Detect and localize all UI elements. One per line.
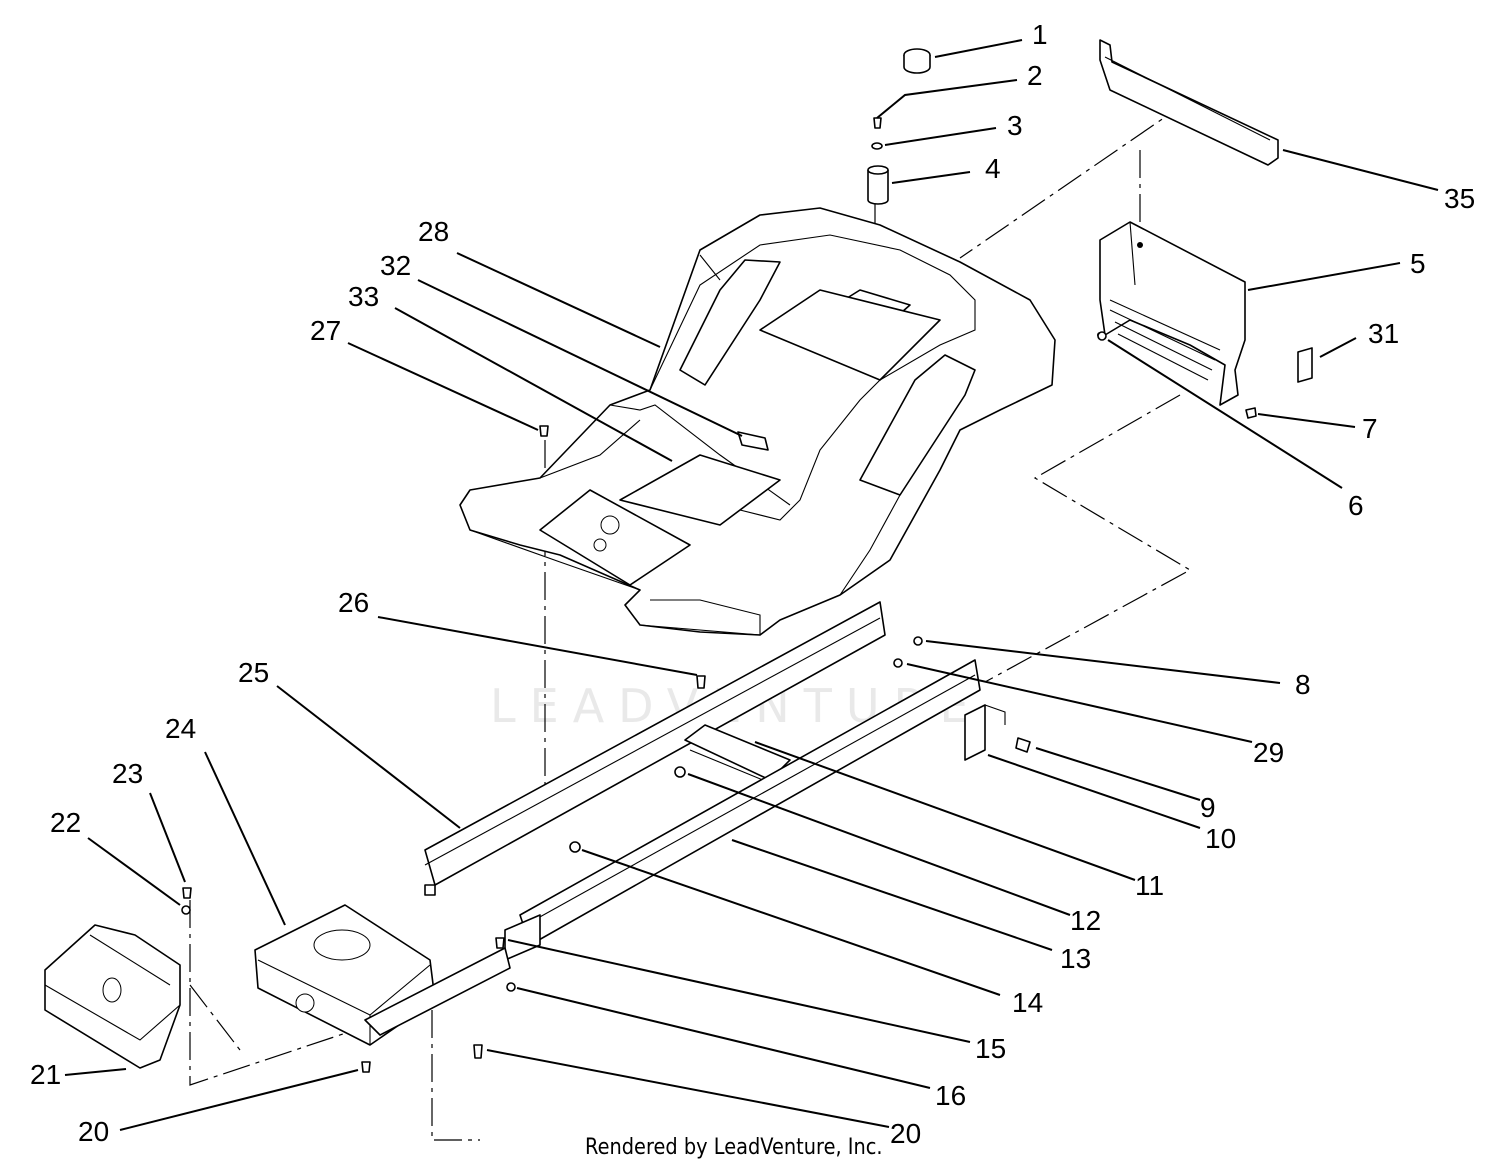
callout-13: 13 (1060, 943, 1091, 974)
render-credit: Rendered by LeadVenture, Inc. (585, 1135, 883, 1160)
callout-26: 26 (338, 587, 369, 618)
callout-21: 21 (30, 1059, 61, 1090)
part-6-screw (1097, 331, 1107, 341)
callout-7: 7 (1362, 413, 1378, 444)
part-23-bolt (182, 887, 192, 899)
callout-31: 31 (1368, 318, 1399, 349)
callout-33: 33 (348, 281, 379, 312)
part-27-bolt (539, 425, 549, 437)
part-31-decal (1297, 347, 1313, 383)
callout-16: 16 (935, 1080, 966, 1111)
part-9-bolt (1015, 737, 1031, 753)
part-15-bolt (495, 937, 505, 949)
callout-24: 24 (165, 713, 196, 744)
callout-25: 25 (238, 657, 269, 688)
callout-15: 15 (975, 1033, 1006, 1064)
callout-4: 4 (985, 153, 1001, 184)
callout-8: 8 (1295, 669, 1311, 700)
part-4-spacer (867, 165, 889, 205)
part-21-mount (44, 924, 181, 1069)
callout-9: 9 (1200, 792, 1216, 823)
part-7-screw (1245, 407, 1257, 419)
callouts: 1 2 3 4 35 5 31 7 6 28 32 33 27 26 25 24… (30, 19, 1475, 1149)
small-hardware (181, 636, 923, 1073)
callout-1: 1 (1032, 19, 1048, 50)
part-2-screw (873, 117, 882, 129)
part-3-washer (871, 142, 883, 150)
leader-lines (64, 39, 1439, 1131)
callout-10: 10 (1205, 823, 1236, 854)
part-1-knob (903, 48, 931, 74)
callout-35: 35 (1444, 183, 1475, 214)
part-24-plate (254, 904, 511, 1046)
part-20a-bolt (361, 1061, 371, 1073)
callout-22: 22 (50, 807, 81, 838)
callout-14: 14 (1012, 987, 1043, 1018)
part-35-bar (1099, 39, 1279, 166)
part-13-rail (504, 659, 981, 961)
part-28-body (459, 207, 1056, 636)
part-5-shield (1097, 221, 1246, 406)
part-22-washer (181, 905, 191, 915)
part-12-nut (674, 766, 686, 778)
callout-28: 28 (418, 216, 449, 247)
part-8-nut (913, 636, 923, 646)
callout-11: 11 (1135, 870, 1164, 901)
part-16-nut (506, 982, 516, 992)
callout-20-right: 20 (890, 1118, 921, 1149)
callout-6: 6 (1348, 490, 1364, 521)
part-14-nut (569, 841, 581, 853)
callout-2: 2 (1027, 60, 1043, 91)
callout-27: 27 (310, 315, 341, 346)
callout-23: 23 (112, 758, 143, 789)
part-10-bracket (964, 704, 1006, 761)
part-20b-bolt (473, 1044, 483, 1059)
callout-29: 29 (1253, 737, 1284, 768)
callout-3: 3 (1007, 110, 1023, 141)
callout-12: 12 (1070, 905, 1101, 936)
callout-32: 32 (380, 250, 411, 281)
part-25-rail (424, 601, 886, 896)
part-26-bolt (696, 675, 706, 689)
callout-5: 5 (1410, 248, 1426, 279)
callout-20-left: 20 (78, 1116, 109, 1147)
part-32-decal (737, 431, 769, 451)
part-29-nut (893, 658, 903, 668)
